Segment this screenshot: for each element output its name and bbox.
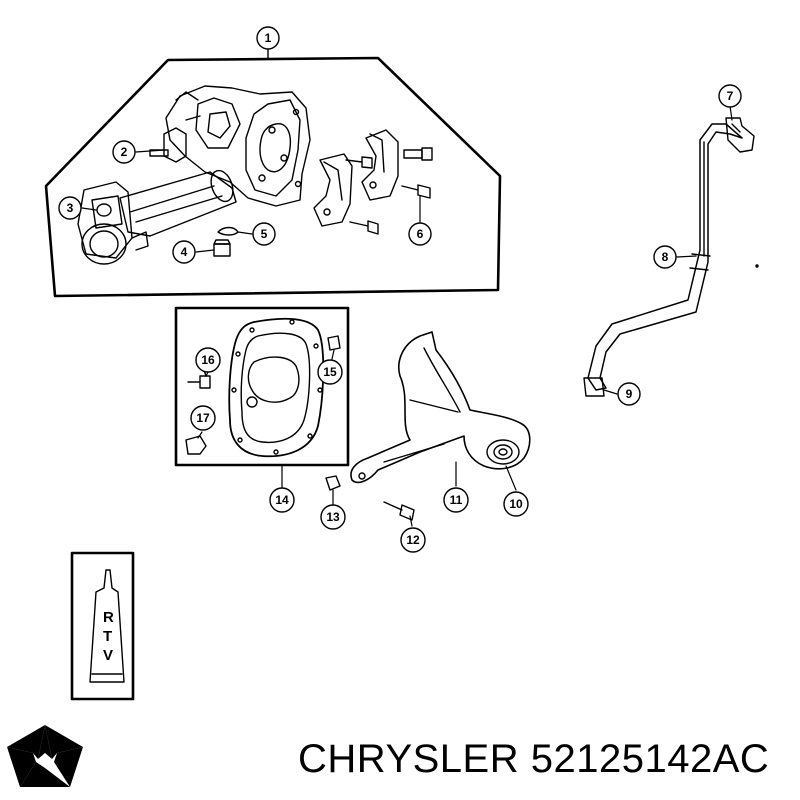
svg-text:10: 10 [509, 497, 523, 511]
svg-text:15: 15 [323, 365, 337, 379]
svg-text:1: 1 [265, 31, 272, 45]
callout-3: 3 [58, 196, 82, 220]
retaining-clip [217, 226, 239, 236]
svg-text:4: 4 [181, 245, 188, 259]
svg-text:11: 11 [450, 493, 463, 507]
rtv-letter-t: T [103, 628, 112, 645]
hose-clip [583, 377, 605, 397]
bearing-cap-upper [361, 129, 399, 201]
bracket-nut [325, 475, 341, 491]
svg-text:8: 8 [662, 250, 669, 264]
callout-4: 4 [172, 240, 196, 264]
cover-kit-group [174, 306, 350, 489]
vent-hose-assembly [583, 117, 759, 397]
cap-bolt-b [345, 156, 373, 169]
callout-17: 17 [190, 405, 216, 431]
cover-bolt-small [327, 335, 341, 351]
svg-text:14: 14 [275, 493, 289, 507]
callout-10: 10 [503, 491, 529, 517]
brand-name: CHRYSLER [298, 737, 520, 781]
svg-text:9: 9 [626, 387, 633, 401]
cover-kit-frame [174, 306, 350, 467]
rtv-letter-r: R [103, 609, 114, 626]
mounting-bracket [350, 331, 531, 484]
part-number: 52125142AC [530, 737, 770, 781]
carrier-assembly-group [44, 47, 502, 298]
cap-bolt-c [401, 184, 431, 199]
bearing-cap-lower [313, 153, 353, 227]
callout-14: 14 [269, 487, 295, 513]
cap-bolt-a [403, 147, 433, 161]
svg-text:7: 7 [727, 89, 734, 103]
bracket-bolt [383, 501, 415, 521]
rtv-letter-v: V [103, 647, 113, 664]
callout-5: 5 [252, 222, 276, 246]
svg-text:5: 5 [261, 227, 268, 241]
svg-text:3: 3 [67, 201, 74, 215]
brand-part-number: CHRYSLER 52125142AC [298, 737, 769, 782]
callout-7: 7 [718, 84, 742, 108]
rtv-frame [70, 551, 135, 701]
svg-text:16: 16 [201, 353, 215, 367]
svg-text:17: 17 [196, 411, 210, 425]
callout-12: 12 [400, 527, 426, 553]
callout-1: 1 [256, 26, 280, 50]
rtv-sealant-tube: R T V [70, 551, 135, 701]
carrier-assembly-outline [44, 56, 502, 298]
pentastar-icon [7, 725, 83, 787]
vent-fitting [725, 117, 755, 153]
bracket-bushing [486, 439, 520, 465]
differential-carrier [77, 85, 311, 265]
callout-15: 15 [317, 359, 343, 385]
callout-11: 11 [443, 487, 469, 513]
callout-8: 8 [653, 245, 677, 269]
cap-bolt-d [349, 220, 379, 235]
svg-text:13: 13 [326, 510, 340, 524]
drain-plug [185, 435, 207, 455]
differential-cover [228, 317, 325, 458]
callout-16: 16 [195, 347, 221, 373]
leader-lines [81, 105, 733, 527]
fill-plug [213, 239, 231, 257]
callout-2: 2 [112, 140, 136, 164]
cover-bolt [187, 369, 211, 389]
callout-13: 13 [320, 504, 346, 530]
svg-text:12: 12 [406, 533, 420, 547]
svg-text:2: 2 [121, 145, 128, 159]
callout-9: 9 [617, 382, 641, 406]
callout-6: 6 [408, 222, 432, 246]
svg-text:6: 6 [417, 227, 424, 241]
